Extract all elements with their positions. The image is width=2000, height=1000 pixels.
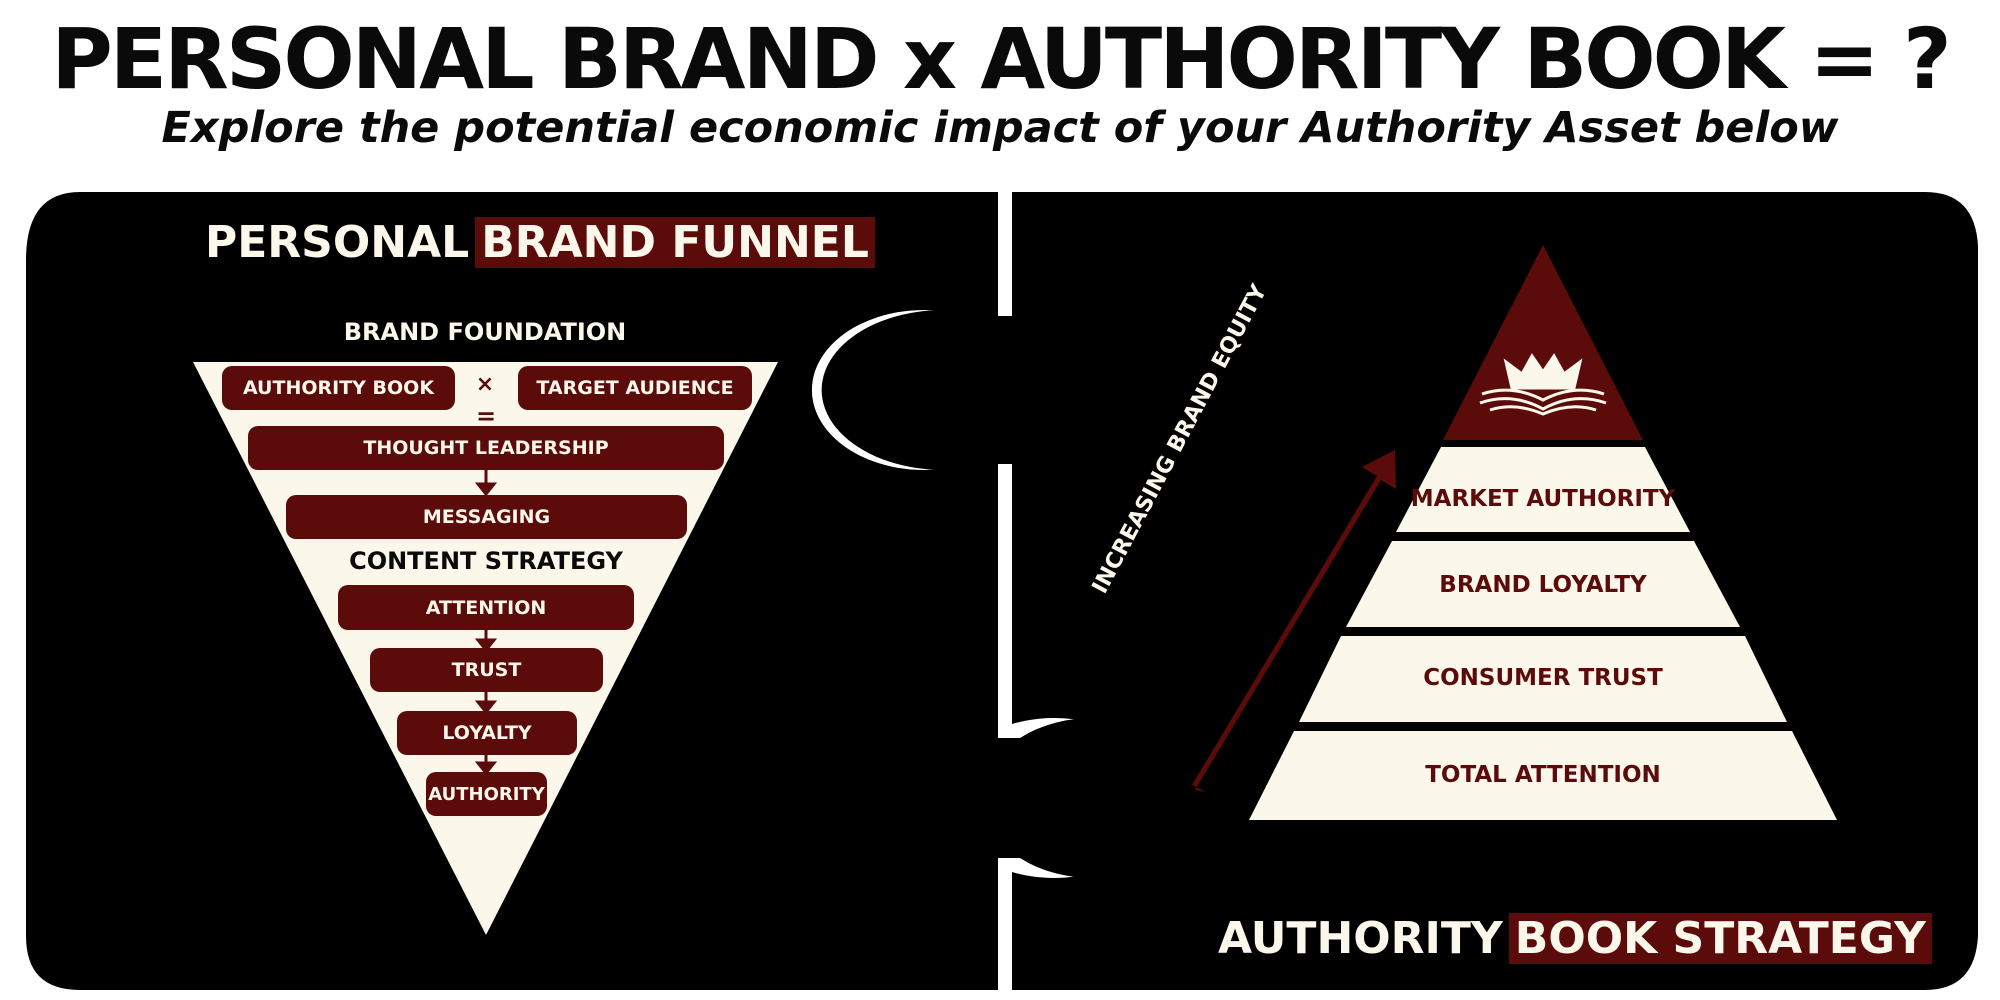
funnel-stage-attention: ATTENTION — [338, 585, 634, 630]
funnel-heading-highlight: BRAND FUNNEL — [475, 217, 875, 268]
tier-market-authority: MARKET AUTHORITY — [1410, 486, 1676, 512]
pyramid-tier-1 — [1396, 447, 1690, 532]
pyramid-tier-2 — [1346, 541, 1740, 627]
messaging-box: MESSAGING — [286, 495, 687, 539]
content-strategy-label: CONTENT STRATEGY — [349, 547, 623, 575]
equity-arrow — [1192, 450, 1396, 792]
pyramid-tier-4 — [1249, 731, 1837, 820]
equals-symbol: = — [475, 402, 497, 430]
strategy-heading-plain: AUTHORITY — [1218, 913, 1503, 964]
funnel-stage-loyalty: LOYALTY — [397, 711, 577, 755]
funnel-stage-trust: TRUST — [370, 648, 603, 692]
page-title: PERSONAL BRAND x AUTHORITY BOOK = ? — [51, 10, 1952, 108]
authority-book-box: AUTHORITY BOOK — [222, 366, 455, 410]
tier-total-attention: TOTAL ATTENTION — [1425, 762, 1661, 788]
pyramid-tier-3 — [1299, 636, 1787, 722]
crown-book-icon — [1479, 353, 1607, 416]
funnel-heading-plain: PERSONAL — [205, 217, 470, 268]
tier-brand-loyalty: BRAND LOYALTY — [1439, 572, 1647, 598]
funnel-stage-authority: AUTHORITY — [426, 772, 547, 816]
tier-consumer-trust: CONSUMER TRUST — [1423, 665, 1663, 691]
target-audience-box: TARGET AUDIENCE — [518, 366, 752, 410]
strategy-heading-highlight: BOOK STRATEGY — [1508, 913, 1932, 964]
brand-foundation-label: BRAND FOUNDATION — [343, 318, 627, 346]
times-symbol: × — [475, 372, 495, 397]
thought-leadership-box: THOUGHT LEADERSHIP — [248, 426, 724, 470]
page-subtitle: Explore the potential economic impact of… — [161, 103, 1839, 153]
